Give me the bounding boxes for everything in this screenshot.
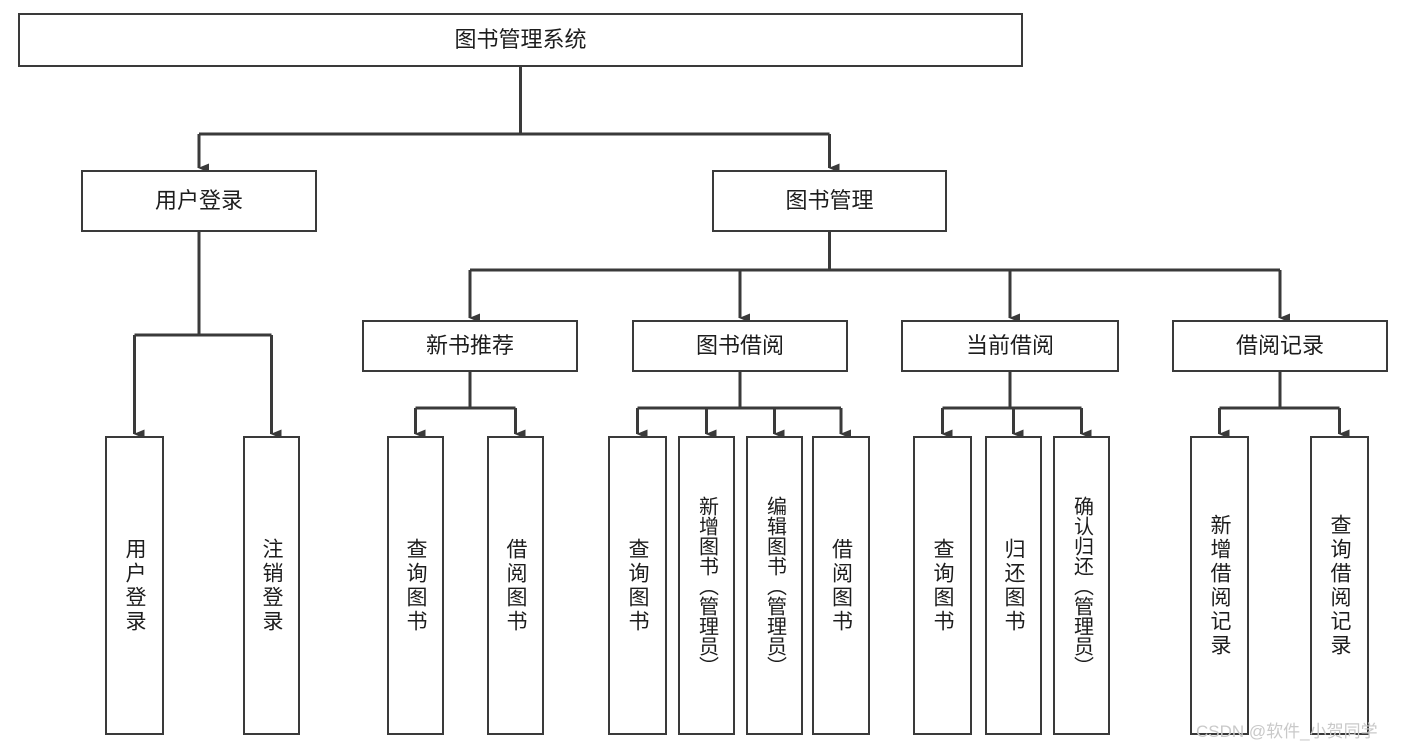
node-box-l_qbook1: 查询图书 bbox=[387, 436, 444, 735]
node-box-current: 当前借阅 bbox=[901, 320, 1119, 372]
node-box-l_qrec: 查询借阅记录 bbox=[1310, 436, 1369, 735]
csdn-watermark: CSDN @软件_小贺同学 bbox=[1196, 722, 1378, 741]
node-box-l_addrec: 新增借阅记录 bbox=[1190, 436, 1249, 735]
node-box-l_return: 归还图书 bbox=[985, 436, 1042, 735]
node-box-l_addbook: 新增图书（管理员） bbox=[678, 436, 735, 735]
node-label-l_qbook2: 查询图书 bbox=[626, 537, 649, 634]
node-label-l_confirm: 确认归还（管理员） bbox=[1070, 495, 1093, 676]
node-label-l_qbook3: 查询图书 bbox=[931, 537, 954, 634]
node-box-borrow: 图书借阅 bbox=[632, 320, 848, 372]
node-label-l_addbook: 新增图书（管理员） bbox=[695, 495, 718, 676]
node-label-l_qrec: 查询借阅记录 bbox=[1328, 513, 1351, 658]
node-label-l_bbook2: 借阅图书 bbox=[829, 537, 853, 634]
node-label-l_return: 归还图书 bbox=[1002, 537, 1025, 634]
node-box-l_login: 用户登录 bbox=[105, 436, 164, 735]
node-label-root: 图书管理系统 bbox=[454, 26, 587, 52]
node-box-l_confirm: 确认归还（管理员） bbox=[1053, 436, 1110, 735]
node-box-root: 图书管理系统 bbox=[18, 13, 1023, 67]
node-box-l_bbook1: 借阅图书 bbox=[487, 436, 544, 735]
node-label-l_qbook1: 查询图书 bbox=[404, 537, 427, 634]
node-label-l_logout: 注销登录 bbox=[260, 537, 283, 634]
node-box-newrec: 新书推荐 bbox=[362, 320, 578, 372]
node-label-current: 当前借阅 bbox=[965, 332, 1054, 358]
node-label-borrow: 图书借阅 bbox=[695, 332, 784, 358]
node-box-records: 借阅记录 bbox=[1172, 320, 1388, 372]
node-label-bookmgmt: 图书管理 bbox=[785, 187, 874, 213]
node-box-l_qbook2: 查询图书 bbox=[608, 436, 667, 735]
node-box-l_bbook2: 借阅图书 bbox=[812, 436, 870, 735]
node-box-l_logout: 注销登录 bbox=[243, 436, 300, 735]
node-label-l_login: 用户登录 bbox=[123, 537, 146, 634]
node-label-l_bbook1: 借阅图书 bbox=[504, 537, 527, 634]
node-box-login: 用户登录 bbox=[81, 170, 317, 232]
edge-group bbox=[133, 67, 1350, 439]
node-box-bookmgmt: 图书管理 bbox=[712, 170, 947, 232]
node-label-login: 用户登录 bbox=[154, 187, 243, 213]
node-box-l_editbook: 编辑图书（管理员） bbox=[746, 436, 803, 735]
node-label-l_editbook: 编辑图书（管理员） bbox=[763, 495, 786, 676]
node-box-l_qbook3: 查询图书 bbox=[913, 436, 972, 735]
node-label-l_addrec: 新增借阅记录 bbox=[1208, 513, 1231, 658]
node-label-newrec: 新书推荐 bbox=[425, 332, 514, 358]
node-label-records: 借阅记录 bbox=[1235, 332, 1324, 358]
